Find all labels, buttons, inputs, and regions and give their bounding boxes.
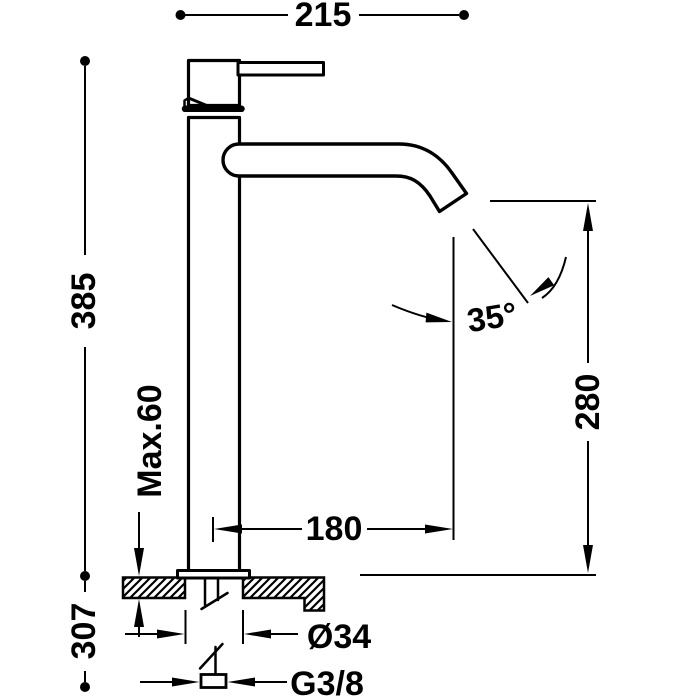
overall-height-label: 385 (65, 272, 103, 330)
dim-max-deck-thickness (134, 512, 144, 637)
faucet-base-flange (176, 569, 251, 580)
angle-reference-line (472, 228, 529, 304)
dim-spout-reach (212, 237, 455, 542)
hole-diameter-label: Ø34 (306, 618, 372, 656)
arrowhead-left (214, 524, 242, 534)
spout-angle-label: 35° (464, 294, 520, 340)
arrowhead-down-left (530, 277, 555, 296)
supply-connection (198, 576, 229, 689)
arrowhead-left (227, 677, 255, 687)
arrowhead-up (583, 203, 593, 231)
arrowhead-down (583, 545, 593, 573)
arrowhead-right (157, 629, 185, 639)
spout-reach-label: 180 (305, 510, 363, 548)
arrowhead-right (172, 677, 200, 687)
arrowhead-right (425, 312, 452, 323)
dim-hole-diameter (125, 610, 298, 644)
dim-dot (80, 571, 90, 581)
below-deck-height-label: 307 (65, 602, 103, 660)
max-deck-thickness-label: Max.60 (131, 384, 169, 498)
thread-nut (199, 673, 228, 689)
arrowhead-right (425, 524, 453, 534)
arrowhead-up (134, 599, 144, 627)
dim-outlet-height (360, 200, 596, 576)
countertop-right-block (241, 576, 326, 612)
dim-dot (80, 682, 90, 692)
arrowhead-down (134, 548, 144, 576)
faucet-handle-body (186, 58, 242, 108)
thread-size-label: G3/8 (290, 665, 364, 700)
dim-dot (459, 10, 469, 20)
dim-thread-size (140, 677, 287, 687)
countertop-left-block (121, 576, 187, 600)
dim-left-heights (80, 56, 90, 692)
break-slash-lower (198, 642, 224, 670)
curved-arrow-right (541, 256, 567, 299)
overall-width-label: 215 (294, 0, 352, 34)
dim-overall-width (175, 10, 469, 20)
faucet-spout (221, 142, 469, 214)
outlet-height-label: 280 (569, 373, 607, 431)
faucet-lever (236, 61, 325, 77)
dim-dot (175, 10, 186, 20)
dim-spout-angle (391, 228, 567, 323)
countertop-section (121, 576, 326, 612)
faucet-outline (176, 58, 469, 580)
arrowhead-left (244, 629, 271, 639)
break-slash-upper (200, 591, 229, 611)
faucet-column (186, 115, 242, 573)
dim-dot (80, 56, 90, 66)
